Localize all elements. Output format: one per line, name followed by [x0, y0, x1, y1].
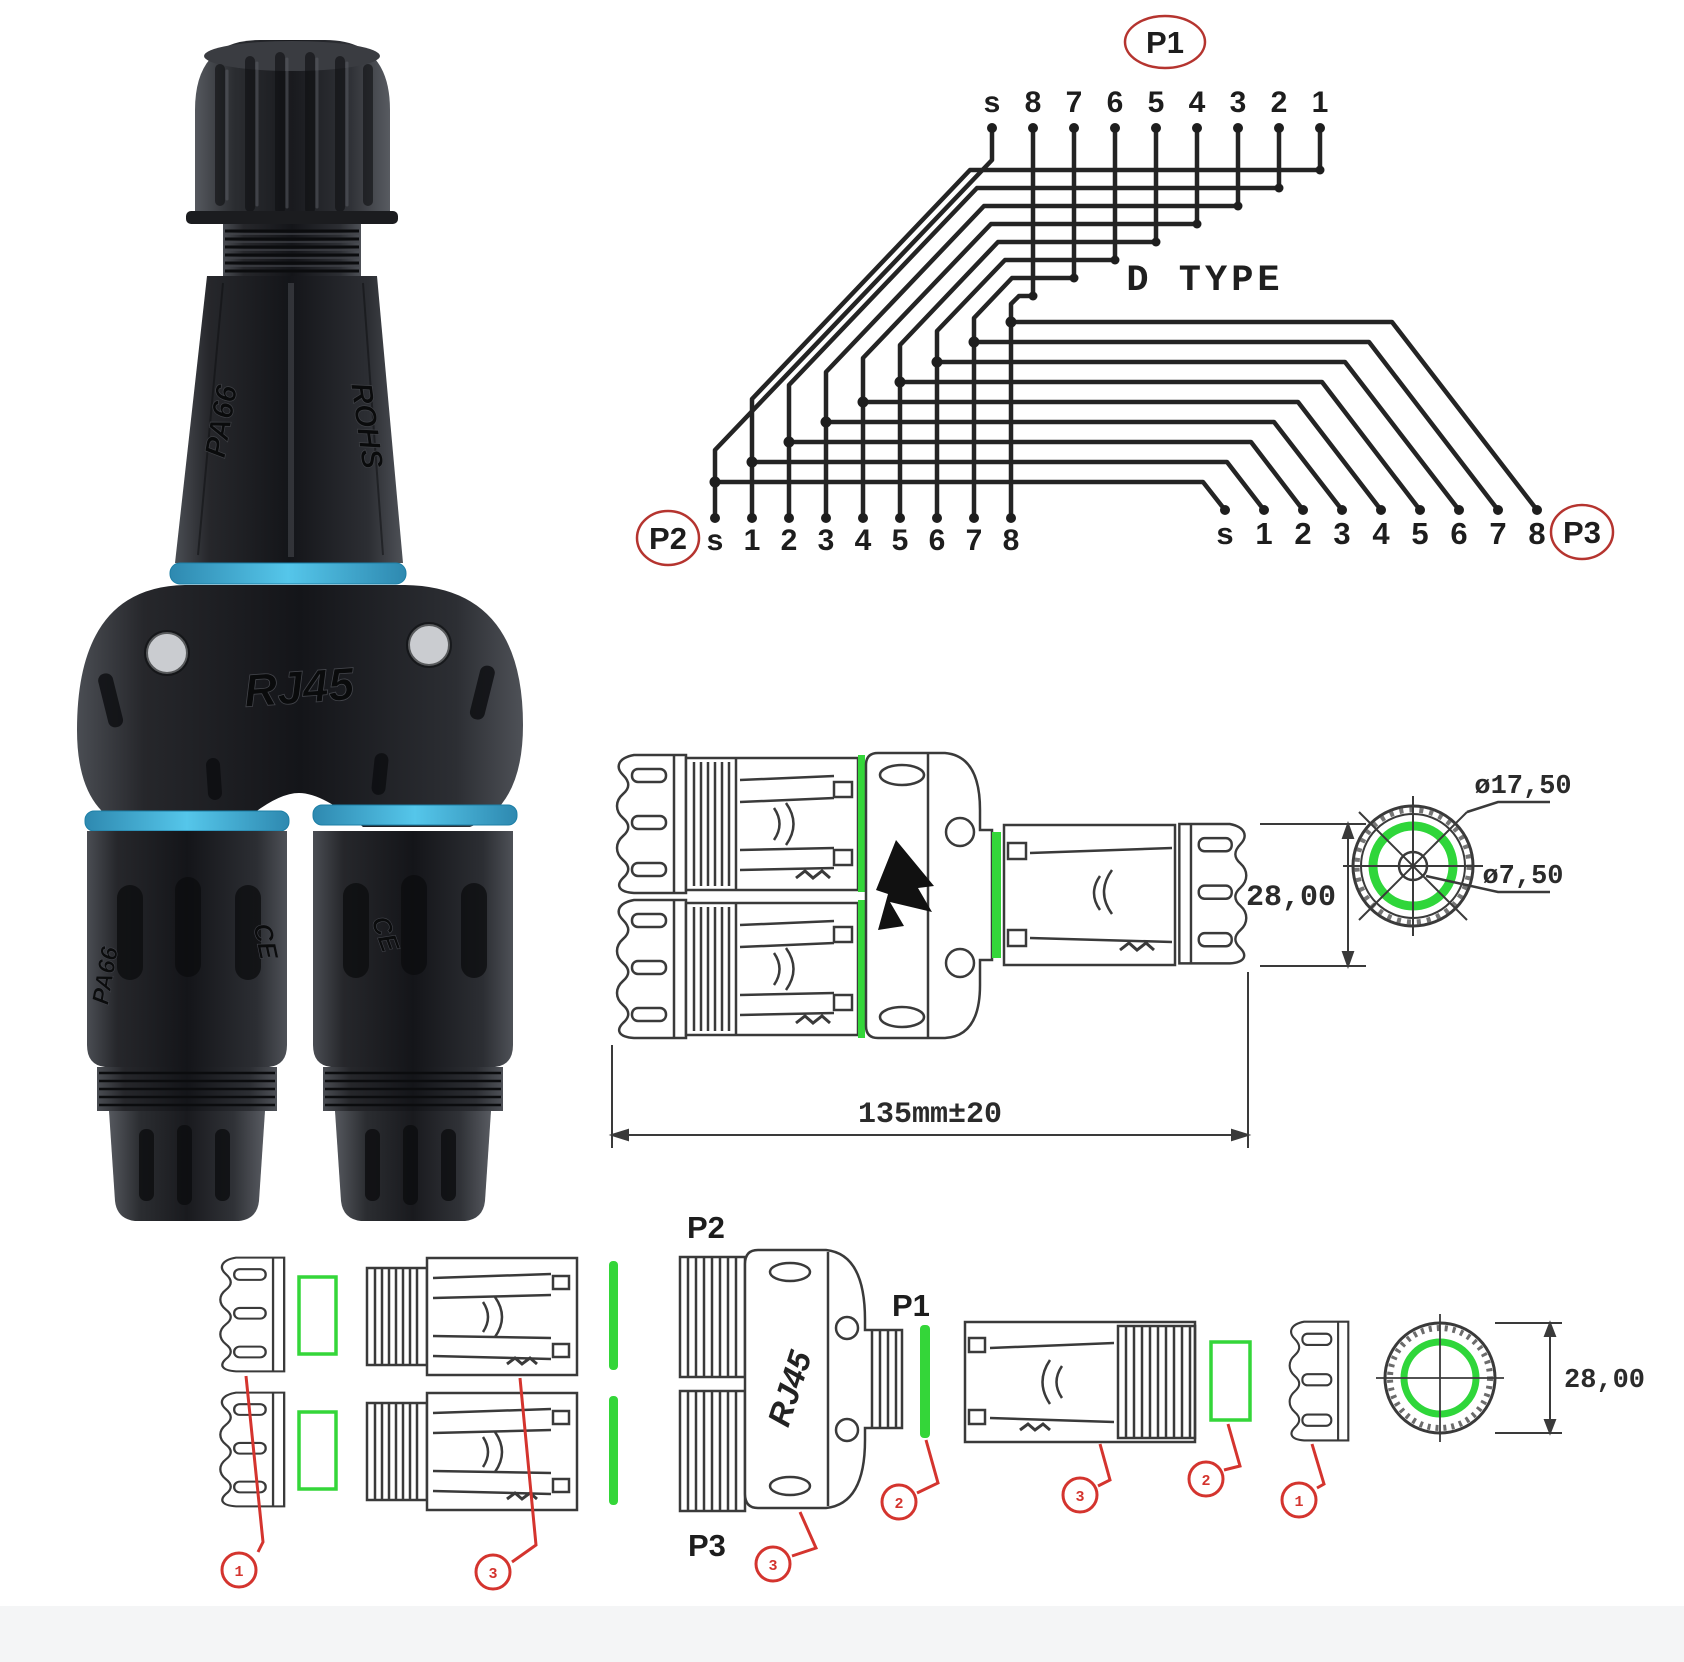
- photo-blue-ring-left: [84, 810, 290, 832]
- photo-blue-ring-top: [169, 562, 407, 585]
- dim-135: [608, 972, 1252, 1148]
- p1-pin-label: 4: [1189, 86, 1206, 119]
- p1-pin-label: 8: [1025, 86, 1042, 119]
- callout-leaders: [220, 1375, 1326, 1591]
- d-type-label: D TYPE: [1126, 260, 1283, 302]
- p3-pin-label: 4: [1372, 516, 1390, 551]
- exploded-body-right: [963, 1320, 1197, 1444]
- callout-number: 2: [894, 1496, 903, 1513]
- exploded-seal-rect-1: [297, 1275, 338, 1356]
- seal-green-upper: [858, 755, 865, 892]
- callout-number: 3: [488, 1566, 497, 1583]
- exploded-dim-28: [1495, 1320, 1562, 1436]
- brand-arrow-logo: [876, 840, 934, 930]
- exploded-seal-bar-2: [609, 1396, 618, 1505]
- callout-numbers: 1 3 3 2 3 2 1: [234, 1473, 1303, 1583]
- p2-badge-label: P2: [649, 521, 687, 556]
- p3-pin-label: 3: [1333, 516, 1350, 551]
- p3-pin-label: 2: [1294, 516, 1311, 551]
- exploded-y-housing: RJ45: [678, 1248, 904, 1513]
- p1-pin-label: 3: [1230, 86, 1247, 119]
- seal-green-p1: [992, 832, 1001, 958]
- exploded-seal-bar-1: [609, 1261, 618, 1370]
- exploded-view-drawing: RJ45: [219, 1210, 1645, 1591]
- side-view-right-body: [1002, 823, 1177, 967]
- photo-latch-hole-left: [146, 632, 188, 674]
- p2-pin-label: 3: [818, 524, 835, 557]
- p2-pin-row: s 1 2 3 4 5 6 7 8: [707, 524, 1020, 557]
- exploded-cap-right: [1288, 1320, 1350, 1442]
- exploded-seal-bar-p1: [920, 1325, 930, 1438]
- p1-pin-row: s 8 7 6 5 4 3 2 1: [984, 86, 1329, 119]
- dim-28: [1260, 821, 1366, 969]
- callout-number: 1: [234, 1564, 243, 1581]
- p3-pin-label: 5: [1411, 516, 1428, 551]
- photo-ce-left-text: CE: [247, 920, 284, 962]
- p3-pin-row: s 1 2 3 4 5 6 7 8: [1216, 516, 1545, 551]
- p3-pin-label: 8: [1528, 516, 1545, 551]
- exploded-end-view: [1376, 1314, 1504, 1442]
- p1-pin-label: 5: [1148, 86, 1165, 119]
- p2-pin-label: s: [707, 524, 724, 557]
- exploded-p2-label: P2: [687, 1210, 725, 1245]
- p3-pin-label: 7: [1489, 516, 1506, 551]
- side-view-assembly: [615, 751, 1248, 1040]
- port-badges: P1 P2 P3: [635, 14, 1615, 567]
- callout-number: 2: [1201, 1473, 1210, 1490]
- exploded-end-dim-label: 28,00: [1564, 1366, 1645, 1396]
- wiring-junction-dots: [709, 123, 1542, 523]
- p2-pin-label: 5: [892, 524, 909, 557]
- p3-pin-label: s: [1216, 516, 1233, 551]
- side-view-y-housing: [864, 751, 994, 1040]
- p2-pin-label: 1: [744, 524, 761, 557]
- p3-badge-label: P3: [1563, 515, 1601, 550]
- wiring-traces: [712, 128, 1539, 518]
- outer-dia-label: ø17,50: [1474, 772, 1571, 802]
- inner-dia-label: ø7,50: [1482, 862, 1563, 892]
- p1-pin-label: s: [984, 86, 1001, 119]
- callout-number: 3: [1075, 1489, 1084, 1506]
- dia-leaders: [1425, 800, 1550, 894]
- photo-upper-body: PA66 ROHS: [175, 276, 403, 563]
- p3-pin-label: 6: [1450, 516, 1467, 551]
- p2-pin-label: 2: [781, 524, 798, 557]
- photo-latch-hole-right: [408, 624, 450, 666]
- exploded-body-left-2: [365, 1391, 579, 1512]
- p1-pin-label: 2: [1271, 86, 1288, 119]
- callout-number: 1: [1294, 1494, 1303, 1511]
- photo-blue-ring-right: [312, 804, 518, 826]
- photo-left-branch: PA66 CE: [87, 831, 287, 1221]
- wiring-diagram: s 8 7 6 5 4 3 2 1 s 1 2 3 4 5 6 7 8 s 1 …: [635, 14, 1615, 567]
- exploded-p3-label: P3: [688, 1528, 726, 1563]
- p2-pin-label: 4: [855, 524, 872, 557]
- photo-threaded-collar: [223, 224, 361, 276]
- photo-rj45-text: RJ45: [242, 657, 357, 717]
- side-view-drawing: 28,00 135mm±20: [608, 751, 1572, 1148]
- exploded-p1-label: P1: [892, 1288, 930, 1323]
- p2-pin-label: 7: [966, 524, 983, 557]
- seal-green-lower: [858, 900, 865, 1038]
- height-dim-label: 28,00: [1246, 881, 1336, 915]
- product-photo: PA66 ROHS RJ45: [77, 40, 523, 1221]
- p1-pin-label: 1: [1312, 86, 1329, 119]
- exploded-seal-rect-2: [297, 1410, 338, 1491]
- photo-y-shoulder: RJ45: [77, 585, 523, 827]
- exploded-cap-left-1: [219, 1256, 286, 1373]
- p1-pin-label: 6: [1107, 86, 1124, 119]
- photo-pa66-text: PA66: [199, 382, 244, 460]
- p1-badge-label: P1: [1146, 25, 1184, 60]
- p3-pin-label: 1: [1255, 516, 1272, 551]
- end-view: ø17,50 ø7,50: [1343, 772, 1572, 936]
- exploded-body-left-1: [365, 1256, 579, 1377]
- photo-right-branch: CE: [313, 831, 513, 1221]
- bottom-gray-band: [0, 1606, 1684, 1662]
- p2-pin-label: 6: [929, 524, 946, 557]
- exploded-seal-rect-right: [1209, 1340, 1252, 1422]
- callout-number: 3: [768, 1558, 777, 1575]
- p2-pin-label: 8: [1003, 524, 1020, 557]
- photo-top-cap: [186, 40, 398, 224]
- p1-pin-label: 7: [1066, 86, 1083, 119]
- length-dim-label: 135mm±20: [858, 1098, 1002, 1132]
